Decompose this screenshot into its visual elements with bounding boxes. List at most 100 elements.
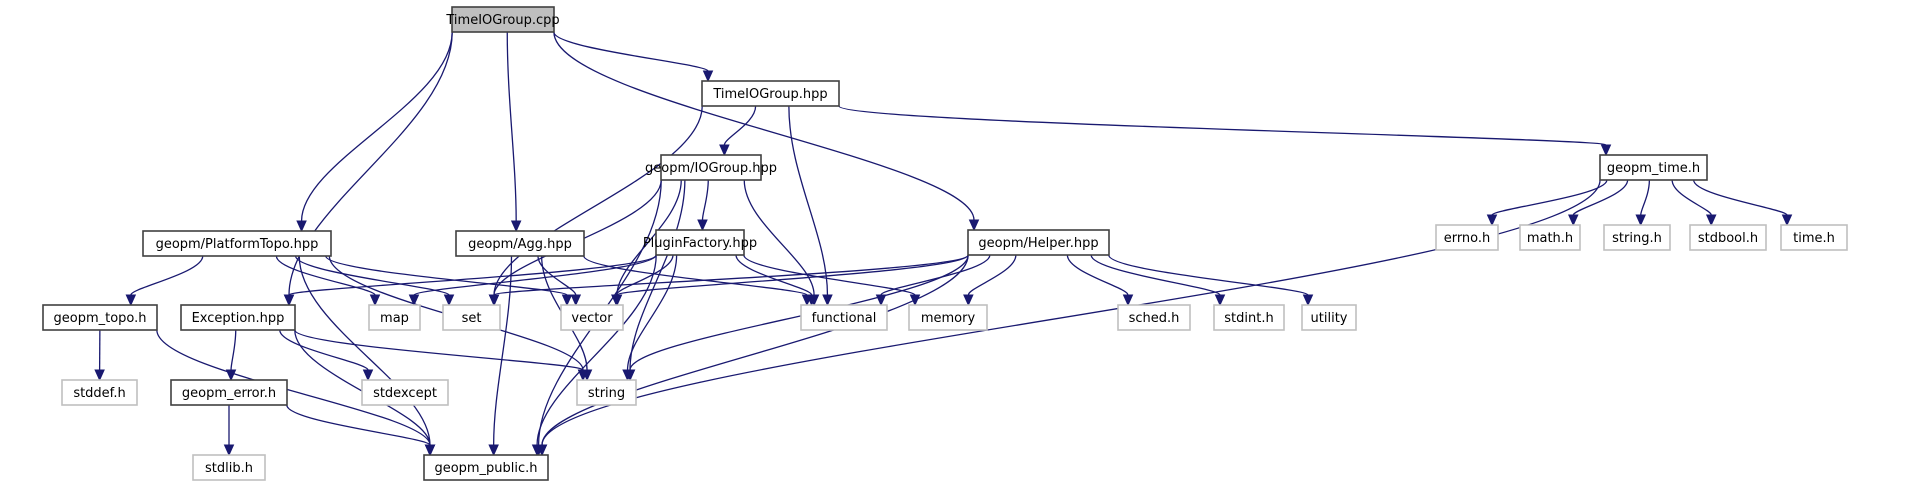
node-label: string [588, 386, 625, 401]
node-label: vector [571, 311, 613, 326]
node-sched-h: sched.h [1117, 304, 1191, 331]
node-box [442, 304, 501, 331]
edge-agg-hpp-to-vector [537, 255, 577, 296]
node-set: set [442, 304, 501, 331]
edge-iogroup-hpp-to-pluginfactory-hpp [701, 179, 709, 221]
node-pluginfactory-hpp[interactable]: PluginFactory.hpp [643, 229, 757, 256]
node-geopm-public-h[interactable]: geopm_public.h [423, 454, 549, 481]
edge-helper-hpp-to-geopm-public-h [541, 254, 969, 446]
node-label: stdexcept [373, 386, 437, 401]
node-label: string.h [1612, 231, 1662, 246]
arrowhead-icon [488, 294, 500, 307]
edge-exception-hpp-to-stdexcept [279, 329, 369, 371]
arrowhead-icon [1705, 214, 1717, 227]
edge-helper-hpp-to-utility [1108, 254, 1309, 296]
node-box [61, 379, 138, 406]
edge-helper-hpp-to-stdint-h [1090, 254, 1221, 296]
node-stdlib-h: stdlib.h [192, 454, 266, 481]
arrowhead-icon [94, 369, 105, 382]
edge-geopm-time-h-to-math-h [1572, 179, 1629, 216]
node-box [451, 6, 555, 33]
arrowhead-icon [968, 219, 980, 232]
node-label: functional [812, 311, 877, 326]
node-box [170, 379, 288, 406]
node-box [1435, 224, 1499, 251]
node-math-h: math.h [1519, 224, 1581, 251]
node-platformtopo-hpp[interactable]: geopm/PlatformTopo.hpp [142, 230, 332, 257]
arrowhead-icon [536, 444, 548, 457]
edge-pluginfactory-hpp-to-functional [735, 254, 813, 296]
node-box [368, 304, 421, 331]
edge-helper-hpp-to-functional [880, 254, 991, 296]
edge-geopm-topo-h-to-geopm-public-h [156, 329, 431, 446]
node-box [42, 304, 158, 331]
arrowhead-icon [223, 444, 235, 457]
arrowhead-icon [1781, 214, 1793, 227]
node-box [1780, 224, 1848, 251]
arrowhead-icon [369, 294, 381, 307]
edge-geopm-time-h-to-errno-h [1491, 179, 1608, 216]
node-label: set [462, 311, 482, 326]
edge-helper-hpp-to-sched-h [1066, 254, 1129, 296]
arrowhead-icon [408, 294, 420, 307]
node-timeiogroup-hpp[interactable]: TimeIOGroup.hpp [701, 80, 840, 107]
node-box [800, 304, 888, 331]
arrowhead-icon [1302, 294, 1314, 307]
node-label: map [380, 311, 409, 326]
node-agg-hpp[interactable]: geopm/Agg.hpp [455, 230, 585, 257]
arrowhead-icon [570, 294, 582, 307]
node-map: map [368, 304, 421, 331]
node-memory: memory [908, 304, 988, 331]
edge-pluginfactory-hpp-to-memory [743, 254, 916, 296]
node-label: geopm/PlatformTopo.hpp [156, 237, 319, 252]
node-timeiogroup-cpp[interactable]: TimeIOGroup.cpp [445, 6, 560, 33]
arrowhead-icon [719, 144, 730, 157]
arrowhead-icon [624, 369, 636, 382]
node-box [361, 379, 449, 406]
arrowhead-icon [1486, 214, 1498, 227]
node-label: utility [1311, 311, 1348, 326]
arrowhead-icon [1214, 294, 1226, 307]
arrowhead-icon [510, 220, 522, 233]
node-utility: utility [1301, 304, 1357, 331]
edge-platformtopo-hpp-to-geopm-public-h [298, 255, 431, 446]
node-box [1213, 304, 1285, 331]
node-geopm-error-h[interactable]: geopm_error.h [170, 379, 288, 406]
node-label: stdlib.h [205, 461, 253, 476]
arrowhead-icon [443, 294, 455, 307]
node-box [1519, 224, 1581, 251]
node-helper-hpp[interactable]: geopm/Helper.hpp [967, 229, 1110, 256]
node-box [192, 454, 266, 481]
node-label: sched.h [1129, 311, 1180, 326]
node-label: geopm_error.h [182, 386, 276, 401]
node-box [655, 229, 745, 256]
edge-platformtopo-hpp-to-set [294, 255, 450, 296]
edge-timeiogroup-cpp-to-agg-hpp [506, 31, 517, 222]
arrowhead-icon [561, 294, 573, 307]
node-label: geopm_time.h [1607, 161, 1700, 176]
edge-platformtopo-hpp-to-vector [325, 255, 568, 296]
arrowhead-icon [1122, 294, 1134, 307]
node-stdbool-h: stdbool.h [1689, 224, 1767, 251]
node-time-h: time.h [1780, 224, 1848, 251]
arrowhead-icon [697, 219, 708, 232]
node-geopm-time-h[interactable]: geopm_time.h [1599, 154, 1708, 181]
node-string-h: string.h [1603, 224, 1671, 251]
edge-exception-hpp-to-geopm-error-h [230, 329, 237, 371]
arrowhead-icon [963, 294, 974, 307]
edge-geopm-time-h-to-time-h [1692, 179, 1788, 216]
arrowhead-icon [1635, 214, 1646, 227]
node-geopm-topo-h[interactable]: geopm_topo.h [42, 304, 158, 331]
node-box [576, 379, 637, 406]
edge-iogroup-hpp-to-string [629, 179, 686, 371]
node-box [142, 230, 332, 257]
node-box [1599, 154, 1708, 181]
arrowhead-icon [283, 294, 295, 307]
node-iogroup-hpp[interactable]: geopm/IOGroup.hpp [645, 154, 777, 181]
node-box [1689, 224, 1767, 251]
edge-timeiogroup-hpp-to-functional [788, 105, 829, 296]
edge-platformtopo-hpp-to-map [275, 255, 376, 296]
node-exception-hpp[interactable]: Exception.hpp [180, 304, 296, 331]
node-label: stdint.h [1224, 311, 1273, 326]
